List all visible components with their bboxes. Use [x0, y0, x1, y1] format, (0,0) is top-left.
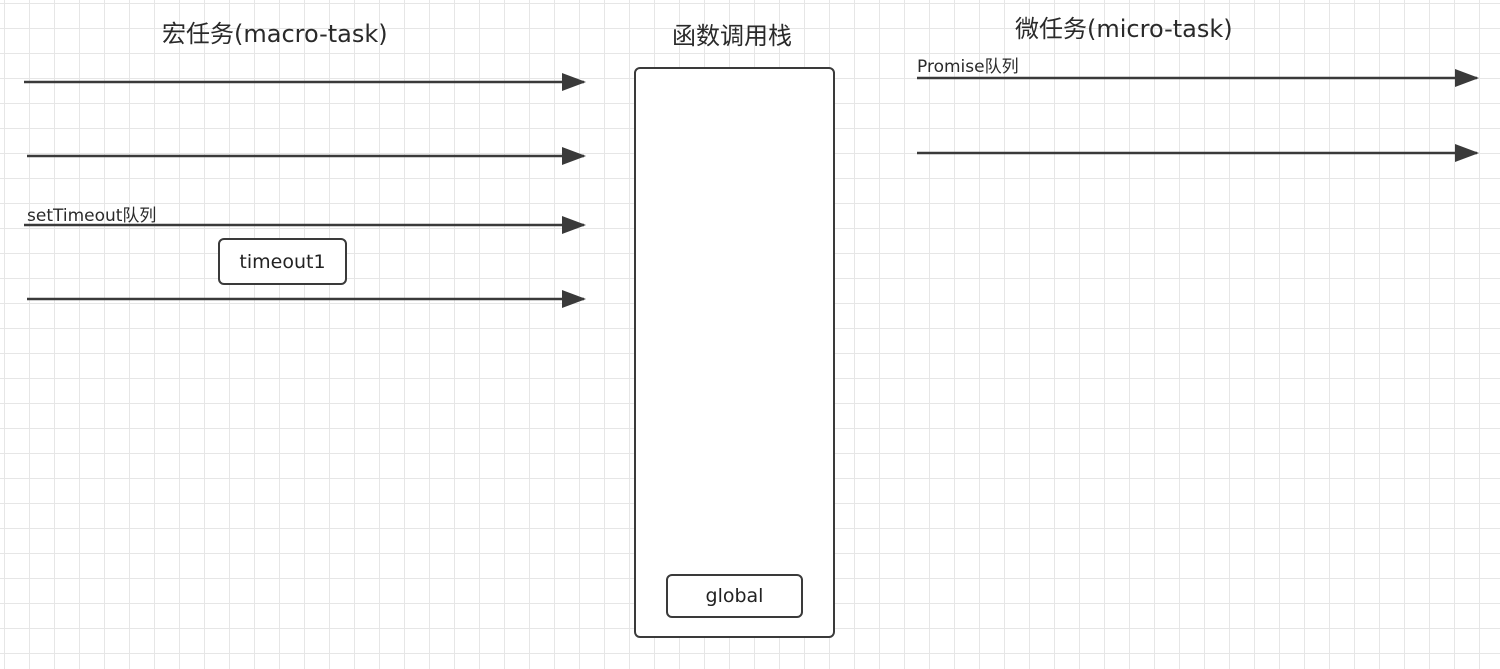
call-stack-box — [634, 67, 835, 638]
timeout1-task: timeout1 — [218, 238, 347, 285]
arrowhead — [1455, 69, 1479, 87]
arrowhead — [562, 216, 586, 234]
macro-queue-arrows — [24, 73, 586, 308]
arrowhead — [1455, 144, 1479, 162]
settimeout-queue-label: setTimeout队列 — [27, 206, 157, 226]
arrowhead — [562, 73, 586, 91]
global-task: global — [666, 574, 803, 618]
micro-queue-arrows — [917, 69, 1479, 162]
arrowhead — [562, 147, 586, 165]
promise-queue-label: Promise队列 — [917, 57, 1019, 77]
arrowhead — [562, 290, 586, 308]
call-stack-heading: 函数调用栈 — [672, 22, 792, 50]
micro-task-heading: 微任务(micro-task) — [1015, 15, 1233, 43]
macro-task-heading: 宏任务(macro-task) — [162, 20, 388, 48]
